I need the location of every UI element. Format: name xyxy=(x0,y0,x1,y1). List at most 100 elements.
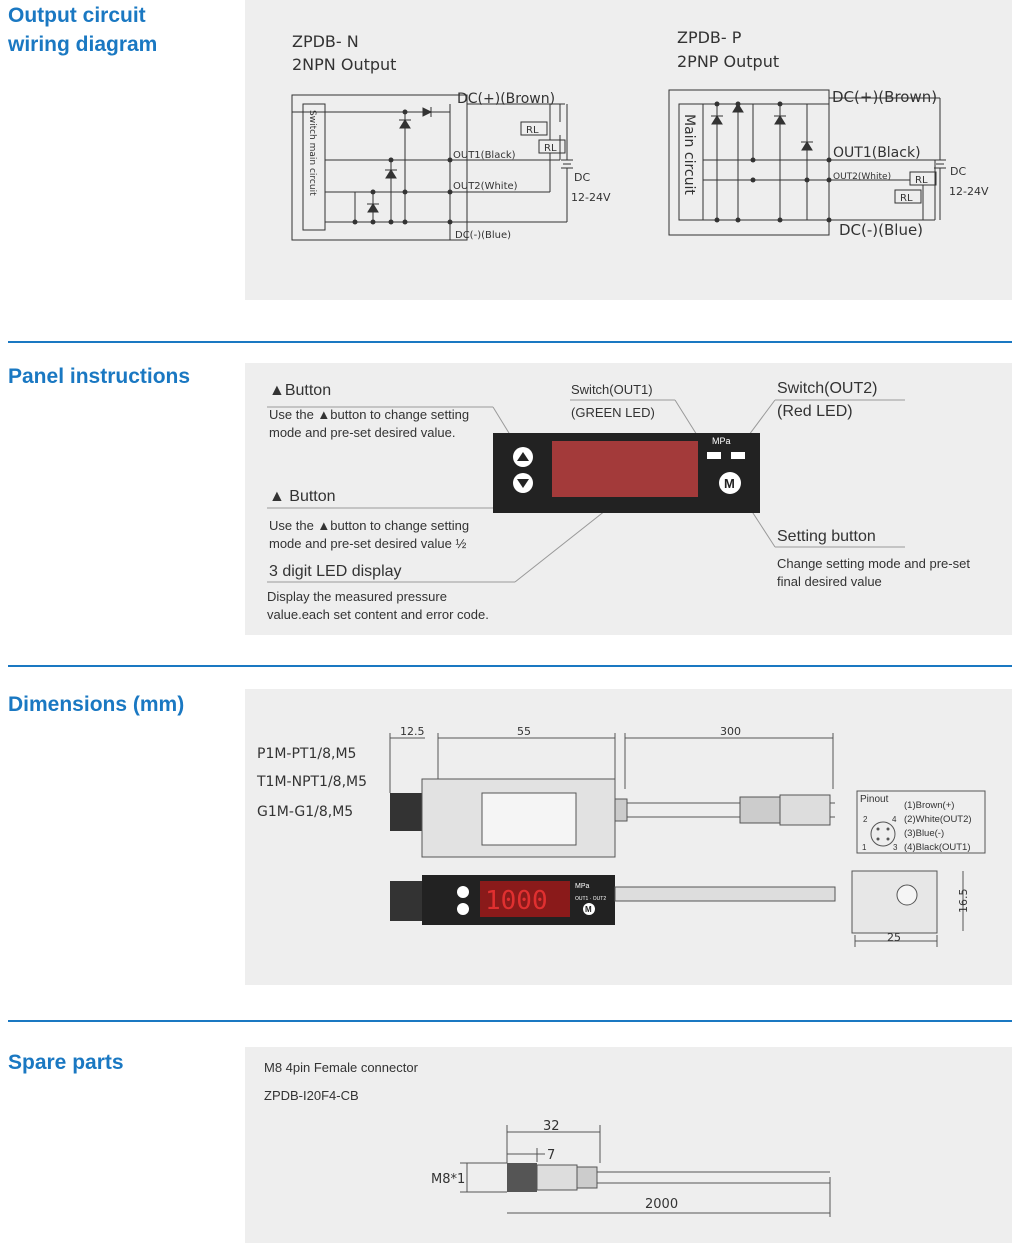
pnp-dc-minus: DC(-)(Blue) xyxy=(839,221,923,239)
wiring-section-title: Output circuit wiring diagram xyxy=(8,1,157,59)
model-1: P1M-PT1/8,M5 xyxy=(257,746,356,762)
sensor-top-view xyxy=(390,778,835,858)
spare-panel: M8 4pin Female connector ZPDB-I20F4-CB 3… xyxy=(245,1047,1012,1243)
divider-1 xyxy=(8,341,1012,343)
switch-out2-title: Switch(OUT2) xyxy=(777,380,877,397)
pin-num-3: 3 xyxy=(893,843,898,852)
pin-4: (4)Black(OUT1) xyxy=(904,842,971,853)
spare-dim-32: 32 xyxy=(543,1119,560,1134)
dim-thread: 12.5 xyxy=(400,725,425,738)
npn-out2: OUT2(White) xyxy=(453,181,518,192)
led-display-desc-2: value.each set content and error code. xyxy=(267,607,489,622)
led-display-desc-1: Display the measured pressure xyxy=(267,589,447,604)
front-display-value: 1000 xyxy=(485,886,548,916)
panel-led-display xyxy=(552,441,698,497)
switch-out1-title: Switch(OUT1) xyxy=(571,382,653,397)
panel-out2-led xyxy=(731,452,745,459)
dimensions-panel: 1000 MPa OUT1 · OUT2 M 12.5 55 300 16.5 … xyxy=(245,689,1012,985)
pin-num-1: 1 xyxy=(862,843,867,852)
dim-height: 16.5 xyxy=(957,889,970,914)
panel-diagram: MPa M ▲Button Use the ▲button to change … xyxy=(267,380,970,622)
pnp-dc: DC xyxy=(950,165,966,178)
down-button-title: ▲ Button xyxy=(269,488,336,505)
divider-3 xyxy=(8,1020,1012,1022)
spare-line-2: ZPDB-I20F4-CB xyxy=(264,1088,359,1103)
npn-diagram xyxy=(291,94,573,241)
switch-out1-sub: (GREEN LED) xyxy=(571,405,655,420)
panel-m-button[interactable] xyxy=(719,472,741,494)
npn-output-type: 2NPN Output xyxy=(292,55,396,74)
panel-unit-label: MPa xyxy=(712,436,731,446)
npn-dc-plus: DC(+)(Brown) xyxy=(457,91,555,107)
wiring-title-line2: wiring diagram xyxy=(8,33,158,56)
pinout-title: Pinout xyxy=(860,794,889,805)
spare-connector xyxy=(507,1163,830,1192)
dim-body: 55 xyxy=(517,725,531,738)
dim-lines xyxy=(389,733,964,947)
pin-3: (3)Blue(-) xyxy=(904,828,944,839)
model-2: T1M-NPT1/8,M5 xyxy=(256,774,367,790)
npn-dc: DC xyxy=(574,171,590,184)
spare-section-title: Spare parts xyxy=(8,1051,124,1074)
spare-dim-7: 7 xyxy=(547,1148,555,1163)
spare-dim-2000: 2000 xyxy=(645,1197,678,1212)
npn-voltage: 12-24V xyxy=(571,191,611,204)
npn-out1: OUT1(Black) xyxy=(453,150,516,161)
dim-cable: 300 xyxy=(720,725,741,738)
up-button-title: ▲Button xyxy=(269,382,331,399)
switch-out2-sub: (Red LED) xyxy=(777,403,853,420)
pnp-dc-plus: DC(+)(Brown) xyxy=(832,88,937,106)
pnp-output-type: 2PNP Output xyxy=(677,52,779,71)
panel-down-arrow-icon xyxy=(517,479,529,488)
panel-out1-led xyxy=(707,452,721,459)
dimensions-section-title: Dimensions (mm) xyxy=(8,693,185,716)
npn-junction-dots xyxy=(352,109,453,225)
pnp-voltage: 12-24V xyxy=(949,185,989,198)
spare-dim-m8: M8*1 xyxy=(431,1172,465,1187)
wiring-panel: ZPDB- N 2NPN Output DC(+)(Brown) OUT1(Bl… xyxy=(245,0,1012,300)
dimensions-drawing: 1000 MPa OUT1 · OUT2 M 12.5 55 300 16.5 … xyxy=(256,725,986,947)
pin-2: (2)White(OUT2) xyxy=(904,814,972,825)
pnp-rl-1: RL xyxy=(915,175,928,186)
up-button-desc-1: Use the ▲button to change setting xyxy=(269,407,469,422)
panel-up-arrow-icon xyxy=(517,452,529,461)
pnp-rl-2: RL xyxy=(900,193,913,204)
front-unit-label: MPa xyxy=(575,883,590,890)
spare-dim-lines xyxy=(460,1125,831,1217)
spare-line-1: M8 4pin Female connector xyxy=(264,1060,419,1075)
npn-model: ZPDB- N xyxy=(292,32,359,51)
pinout-box xyxy=(856,790,986,854)
pnp-junction-dots xyxy=(714,101,832,223)
spare-drawing: M8 4pin Female connector ZPDB-I20F4-CB 3… xyxy=(264,1060,831,1217)
panel-m-icon: M xyxy=(724,476,735,491)
down-button-desc-1: Use the ▲button to change setting xyxy=(269,518,469,533)
panel-instructions: MPa M ▲Button Use the ▲button to change … xyxy=(245,363,1012,635)
dim-width: 25 xyxy=(887,931,901,944)
setting-button-title: Setting button xyxy=(777,528,876,545)
npn-dc-minus: DC(-)(Blue) xyxy=(455,230,511,241)
pnp-diagram xyxy=(668,89,946,236)
sensor-front-view xyxy=(390,870,938,934)
pin-num-4: 4 xyxy=(892,815,897,824)
npn-circuit-label: Switch main circuit xyxy=(307,110,317,196)
npn-rl-2: RL xyxy=(544,143,557,154)
setting-button-desc-1: Change setting mode and pre-set xyxy=(777,556,970,571)
led-display-title: 3 digit LED display xyxy=(269,563,402,580)
npn-rl-1: RL xyxy=(526,125,539,136)
front-out-label: OUT1 · OUT2 xyxy=(575,896,606,902)
pnp-out2: OUT2(White) xyxy=(833,172,891,182)
wiring-diagrams: ZPDB- N 2NPN Output DC(+)(Brown) OUT1(Bl… xyxy=(291,28,989,241)
pin-1: (1)Brown(+) xyxy=(904,800,954,811)
wiring-title-line1: Output circuit xyxy=(8,4,146,27)
pin-num-2: 2 xyxy=(863,815,868,824)
down-button-desc-2: mode and pre-set desired value ½ xyxy=(269,536,466,551)
setting-button-desc-2: final desired value xyxy=(777,574,882,589)
model-3: G1M-G1/8,M5 xyxy=(257,804,353,820)
pnp-out1: OUT1(Black) xyxy=(833,145,921,161)
panel-section-title: Panel instructions xyxy=(8,365,191,388)
up-button-desc-2: mode and pre-set desired value. xyxy=(269,425,455,440)
divider-2 xyxy=(8,665,1012,667)
pnp-circuit-label: Main circuit xyxy=(681,114,697,195)
pnp-model: ZPDB- P xyxy=(677,28,742,47)
front-m-icon: M xyxy=(585,905,592,914)
